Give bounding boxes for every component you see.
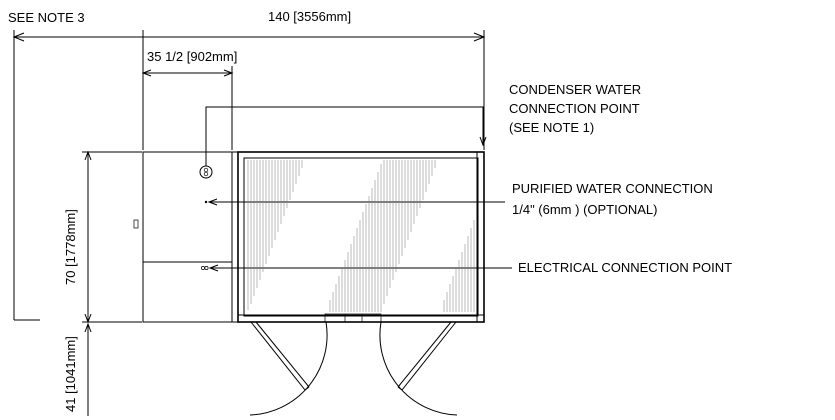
main-chamber xyxy=(237,151,485,323)
electrical-callout: ELECTRICAL CONNECTION POINT xyxy=(518,260,732,275)
overall-width-dimension-line xyxy=(12,30,486,320)
purified-leader-arrow xyxy=(207,198,218,206)
condenser-callout-line3: (SEE NOTE 1) xyxy=(509,120,594,135)
door-clearance-dimension-line xyxy=(84,322,92,416)
mechanical-section xyxy=(133,151,239,323)
left-door-swing-arc xyxy=(249,321,328,416)
section-width-dimension: 35 1/2 [902mm] xyxy=(147,49,237,64)
electrical-leader-arrow xyxy=(208,264,219,272)
overall-width-dimension: 140 [3556mm] xyxy=(268,9,351,24)
door-clearance-dimension: 41 [1041mm] xyxy=(63,336,78,412)
see-note-3-label: SEE NOTE 3 xyxy=(8,10,85,25)
electrical-connection-icon xyxy=(201,266,209,270)
height-dimension: 70 [1778mm] xyxy=(63,209,78,285)
shelving-pattern xyxy=(247,160,475,312)
purified-water-connection-point xyxy=(204,200,208,204)
right-door-swing-arc xyxy=(379,321,458,416)
condenser-callout-line2: CONNECTION POINT xyxy=(509,101,640,116)
section-width-dimension-line xyxy=(141,66,234,150)
side-handle xyxy=(133,219,139,229)
condenser-water-connection-icon xyxy=(199,165,213,179)
condenser-leader-arrow xyxy=(479,136,487,147)
condenser-callout-line1: CONDENSER WATER xyxy=(509,82,641,97)
purified-callout-line1: PURIFIED WATER CONNECTION xyxy=(512,181,713,196)
condenser-leader-line xyxy=(205,106,484,166)
height-dimension-line xyxy=(82,150,142,324)
right-door xyxy=(379,321,458,416)
left-door xyxy=(249,321,328,416)
purified-callout-line2: 1/4" (6mm ) (OPTIONAL) xyxy=(512,202,657,217)
